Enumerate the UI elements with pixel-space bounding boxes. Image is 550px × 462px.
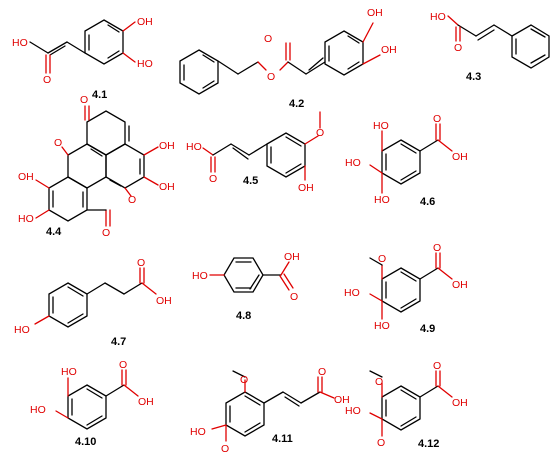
atom-label: HO [345, 157, 361, 169]
compound-4-9 [369, 252, 453, 320]
atom-label: O [43, 74, 51, 86]
atom-label: OH [367, 7, 383, 19]
atom-label: OH [334, 394, 350, 406]
atom-label: O [54, 137, 62, 149]
atom-label: O [290, 291, 298, 303]
compound-number: 4.9 [420, 323, 435, 335]
atom-label: HO [345, 405, 361, 417]
compound-number: 4.11 [272, 433, 293, 445]
atom-label: HO [186, 141, 202, 153]
atom-label: O [454, 42, 462, 54]
atom-label: OH [18, 171, 34, 183]
compound-4-5 [202, 111, 321, 181]
atom-label: O [221, 443, 229, 455]
compound-number: 4.3 [466, 71, 481, 83]
compound-number: 4.2 [289, 98, 304, 110]
atom-label: OH [156, 295, 172, 307]
compound-4-1 [29, 19, 136, 74]
atom-label: O [433, 113, 441, 125]
atom-label: HO [14, 324, 30, 336]
compound-4-4 [35, 105, 159, 227]
compound-4-11 [211, 370, 335, 442]
compound-4-6 [369, 123, 453, 194]
compound-number: 4.12 [418, 438, 439, 450]
atom-label: OH [452, 279, 468, 291]
atom-label: OH [159, 181, 175, 193]
atom-label: OH [298, 182, 314, 194]
atom-label: HO [374, 320, 390, 332]
atom-label: O [80, 94, 88, 106]
atom-label: O [137, 257, 145, 269]
compound-4-10 [55, 369, 139, 430]
atom-label: HO [192, 270, 208, 282]
atom-label: O [240, 374, 248, 386]
compound-number: 4.7 [111, 336, 126, 348]
atom-label: HO [30, 404, 46, 416]
compound-number: 4.8 [236, 310, 251, 322]
atom-label: HO [373, 120, 389, 132]
atom-label: O [318, 366, 326, 378]
atom-label: HO [374, 194, 390, 206]
atom-label: HO [61, 366, 77, 378]
atom-label: O [316, 127, 324, 139]
atom-label: O [267, 71, 275, 83]
atom-label: OH [284, 251, 300, 263]
compound-number: 4.4 [46, 226, 62, 238]
atom-label: OH [138, 396, 154, 408]
atom-label: O [375, 376, 383, 388]
atom-label: HO [18, 213, 34, 225]
compound-4-2 [179, 22, 381, 95]
atom-label: O [433, 242, 441, 254]
atom-label: HO [12, 37, 28, 49]
atom-label: OH [452, 151, 468, 163]
atom-label: HO [137, 58, 153, 70]
atom-label: O [119, 359, 127, 371]
compound-4-8 [209, 257, 294, 293]
atom-label: O [264, 33, 272, 45]
compound-number: 4.5 [243, 175, 258, 187]
atom-label: HO [344, 287, 360, 299]
compound-number: 4.6 [420, 196, 435, 208]
atom-label: HO [430, 11, 446, 23]
atom-label: OH [452, 397, 468, 409]
atom-label: O [433, 360, 441, 372]
compound-number: 4.1 [92, 89, 107, 101]
compound-4-12 [369, 370, 453, 437]
atom-label: O [377, 437, 385, 449]
atom-label: O [378, 253, 386, 265]
atom-label: O [102, 227, 110, 239]
atom-label: OH [137, 16, 153, 28]
compound-number: 4.10 [75, 436, 96, 448]
atom-label: HO [190, 426, 206, 438]
atom-label: O [128, 194, 136, 206]
atom-label: OH [381, 44, 397, 56]
compound-4-3 [447, 15, 550, 69]
atom-label: O [209, 173, 217, 185]
atom-label: OH [159, 140, 175, 152]
compound-4-7 [34, 267, 157, 328]
